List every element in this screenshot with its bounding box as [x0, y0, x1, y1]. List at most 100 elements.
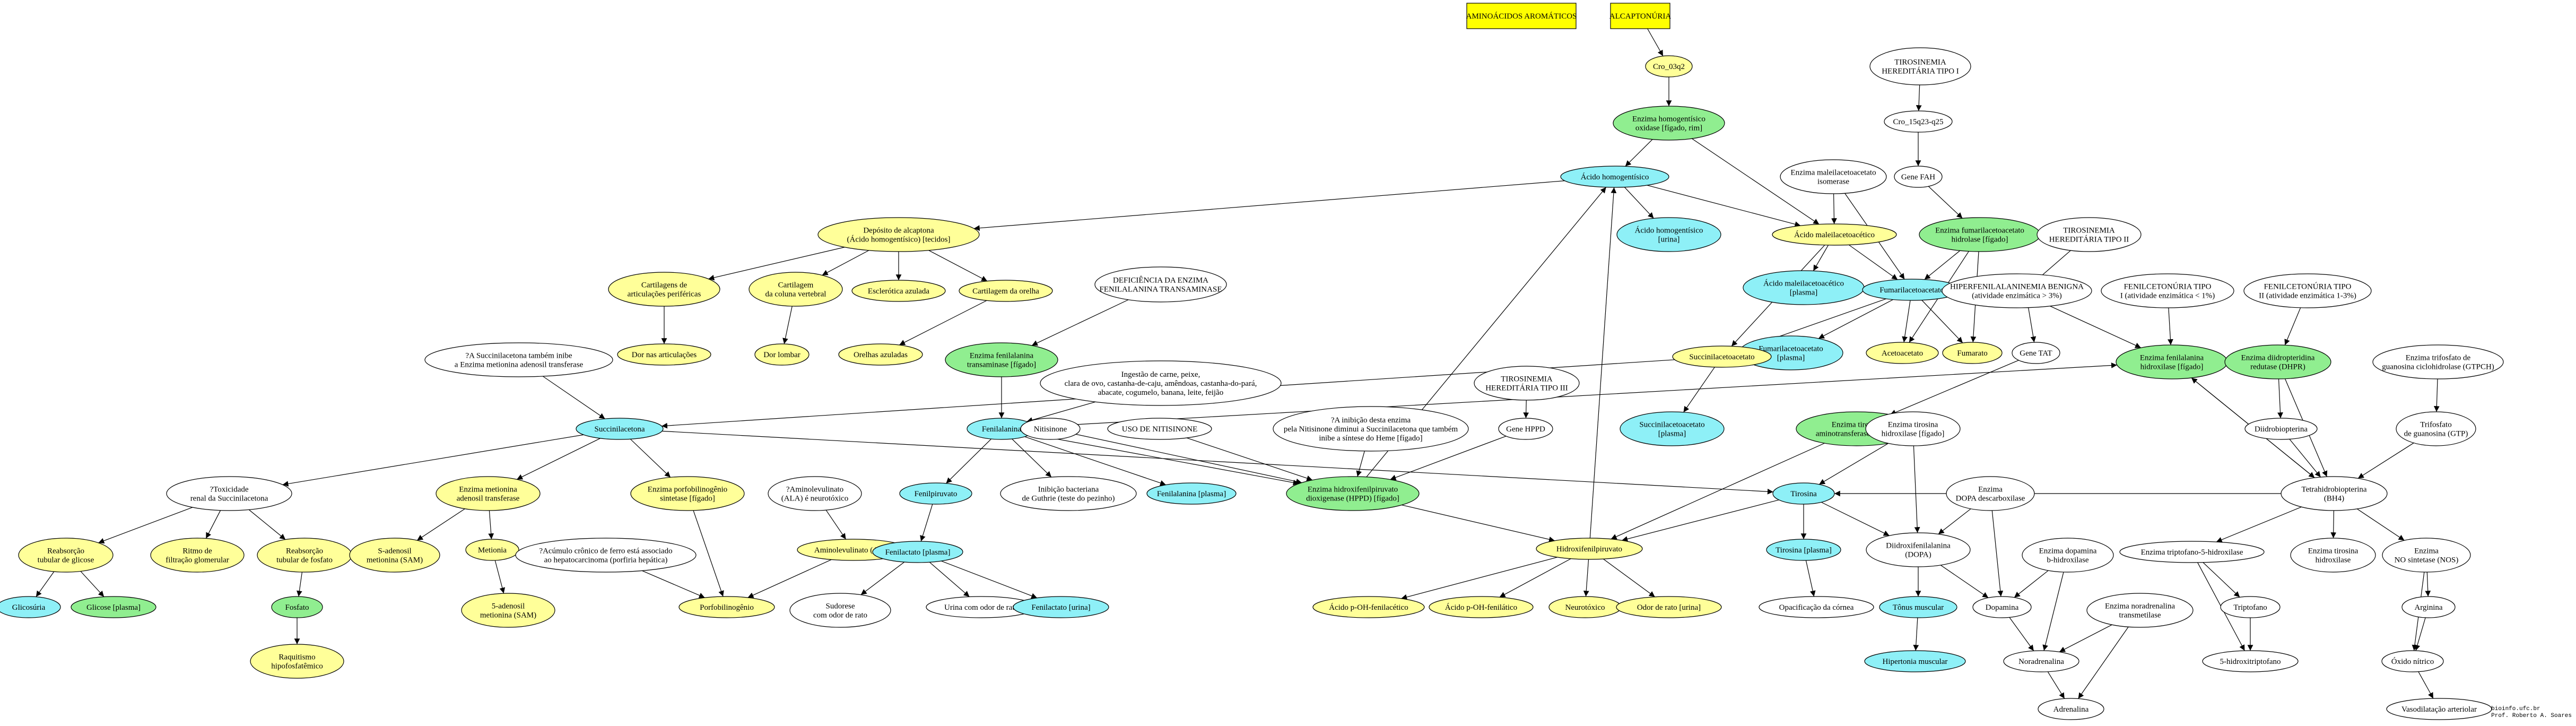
- node-acpoh_fl: Ácido p-OH-fenilático: [1429, 596, 1534, 618]
- node-shape: [1536, 538, 1643, 560]
- node-shape: [789, 593, 891, 628]
- node-label: Enzima maleilacetoacetato: [1790, 169, 1876, 177]
- arrow-met_enz-to-sam1: [416, 508, 465, 541]
- node-fumarato: Fumarato: [1942, 342, 2003, 364]
- node-cart_ore: Cartilagem da orelha: [959, 280, 1053, 302]
- node-label: Enzima fenilalanina: [2140, 354, 2204, 362]
- node-shape: [2037, 217, 2142, 252]
- node-label: Ácido maleilacetoacético: [1794, 230, 1875, 239]
- node-shape: [0, 596, 61, 618]
- arrow-genefah-to-fah_enz: [1928, 186, 1963, 219]
- node-label: Enzima fumarilacetoacetato: [1935, 227, 2024, 235]
- node-succac: Succinilacetoacetato: [1672, 345, 1772, 368]
- arrow-fenlac-to-urina_odor: [929, 561, 970, 597]
- node-label: Enzima: [1978, 486, 2003, 494]
- node-label: da coluna vertebral: [765, 290, 826, 299]
- node-shape: [1894, 166, 1943, 188]
- node-label: Reabsorção: [47, 547, 84, 556]
- arrow-acmal-to-fumac: [1848, 244, 1898, 280]
- node-shape: [1273, 406, 1469, 452]
- node-label: (Ácido homogentísico) [tecidos]: [847, 235, 951, 244]
- node-label: filtração glomerular: [166, 556, 229, 565]
- node-label: 5-adenosil: [492, 602, 525, 611]
- node-shape: [1879, 596, 1957, 618]
- arrow-succ-to-pbg_enz: [630, 438, 671, 478]
- node-shape: [2372, 344, 2504, 379]
- node-label: Ácido p-OH-fenilacético: [1329, 603, 1408, 612]
- node-shape: [2012, 342, 2060, 364]
- node-label: Orelhas azuladas: [854, 351, 908, 359]
- node-shape: [1866, 532, 1971, 567]
- node-label: hipofosfatêmico: [271, 662, 323, 671]
- arrow-tonus-to-hipert: [1913, 617, 1919, 651]
- node-label: Vasodilatação arteriolar: [2401, 705, 2477, 714]
- node-fenlac_ur: Fenilactato [urina]: [1013, 596, 1109, 618]
- node-label: Diidrobiopterina: [2255, 425, 2308, 434]
- node-acetoac: Acetoacetato: [1866, 342, 1939, 364]
- arrow-metionina-to-sam2: [494, 560, 506, 594]
- node-shape: [2086, 593, 2194, 628]
- node-shape: [1286, 476, 1420, 511]
- arrow-toxrenal-to-reab_fos: [248, 509, 286, 540]
- node-shape: [2386, 698, 2492, 720]
- arrow-pnmt_enz-to-adrenal: [2078, 626, 2129, 699]
- node-label: dioxigenase (HPPD) [fígado]: [1306, 495, 1399, 503]
- arrow-hpa-to-pah: [2050, 306, 2142, 348]
- node-label: metionina (SAM): [367, 556, 423, 565]
- node-label: Fenilalanina [plasma]: [1157, 490, 1226, 498]
- edge-layer: [36, 28, 2440, 699]
- node-label: [plasma]: [1658, 430, 1686, 438]
- arrow-hgo-to-acho: [1625, 139, 1653, 167]
- node-vasodil: Vasodilatação arteriolar: [2386, 698, 2492, 720]
- node-shape: [1620, 411, 1725, 446]
- arrow-acho-to-acho_ur: [1624, 187, 1654, 219]
- node-label: DOPA descarboxilase: [1956, 495, 2025, 503]
- node-shape: [250, 644, 344, 679]
- node-succ: Succinilacetona: [576, 418, 664, 440]
- node-shape: [515, 538, 697, 573]
- node-label: Ingestão de carne, peixe,: [1121, 370, 1200, 379]
- node-triptofano: Triptofano: [2220, 596, 2281, 618]
- node-label: Gene FAH: [1901, 173, 1935, 182]
- node-label: redutase (DHPR): [2250, 363, 2305, 371]
- node-label: Cartilagem da orelha: [972, 287, 1039, 296]
- node-label: Raquitismo: [279, 653, 315, 662]
- node-label: Succinilacetoacetato: [1689, 353, 1754, 361]
- arrow-succ_note-to-succ: [542, 376, 605, 419]
- node-label: Arginina: [2414, 603, 2442, 612]
- node-label: hidroxilase: [2316, 556, 2351, 565]
- node-label: [plasma]: [1777, 354, 1805, 362]
- node-label: Tirosina: [1790, 490, 1817, 498]
- node-shape: [1884, 110, 1953, 133]
- node-label: Diidroxifenilalanina: [1886, 542, 1951, 550]
- node-shape: [2022, 538, 2114, 573]
- arrow-dep-to-cart_ore: [928, 250, 988, 282]
- node-label: Enzima metionina: [459, 486, 517, 494]
- node-dihb: Diidrobiopterina: [2244, 418, 2318, 440]
- arrow-pbg_enz-to-porfob: [693, 510, 724, 597]
- arrow-succ-to-tirosina: [662, 430, 1773, 495]
- node-label: (BH4): [2324, 495, 2344, 503]
- node-succac_pl: Succinilacetoacetato[plasma]: [1620, 411, 1725, 446]
- node-shape: [959, 280, 1053, 302]
- arrow-fenlac-to-fenlac_ur: [941, 560, 1038, 599]
- node-label: pela Nitisinone diminui a Succinilaceton…: [1284, 425, 1458, 434]
- node-label: TIROSINEMIA: [1894, 58, 1946, 67]
- node-label: Triptofano: [2233, 603, 2267, 612]
- node-label: Neurotóxico: [1565, 603, 1605, 612]
- node-label: clara de ovo, castanha-de-caju, amêndoas…: [1065, 379, 1257, 388]
- node-cro3q2: Cro_03q2: [1645, 55, 1693, 77]
- node-label: Cartilagem: [778, 281, 814, 290]
- node-shape: [851, 280, 946, 302]
- node-label: Sudorese: [826, 602, 855, 611]
- arrow-reab_fos-to-fosfato: [297, 572, 303, 597]
- node-shape: [2401, 596, 2456, 618]
- node-label: Ácido homogentísico: [1635, 226, 1703, 235]
